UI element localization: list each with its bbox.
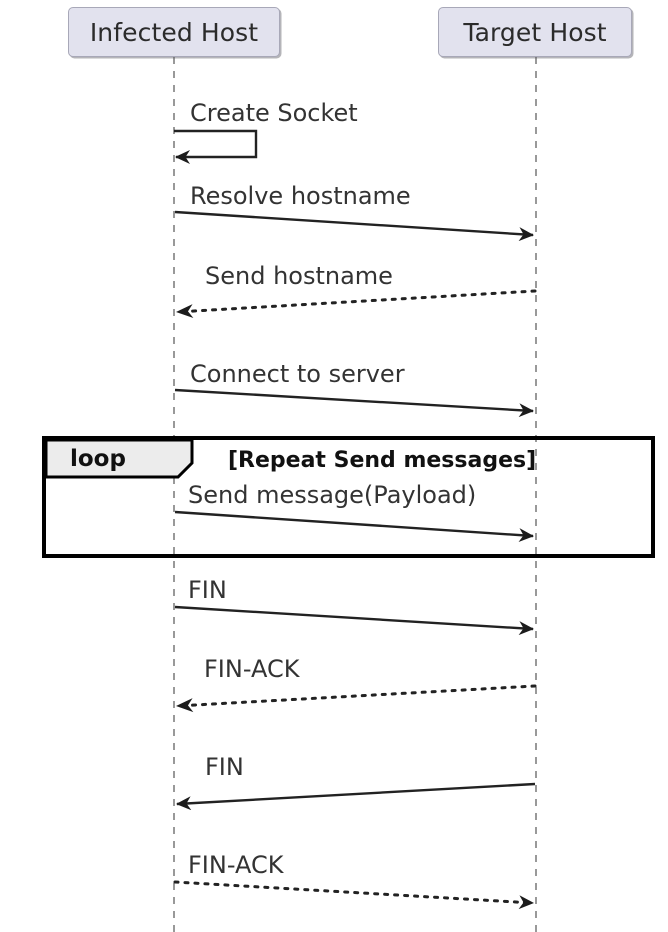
- message-label-3: Send hostname: [205, 262, 393, 290]
- fragment-guard-condition: [Repeat Send messages]: [228, 448, 537, 473]
- message-label-9: FIN-ACK: [188, 851, 284, 879]
- message-arrow-9: [173, 880, 535, 910]
- message-arrow-2: [174, 210, 534, 242]
- fragment-box-loop-repeat-send: [42, 436, 655, 558]
- message-arrow-6: [174, 605, 534, 636]
- message-label-2: Resolve hostname: [190, 182, 411, 210]
- message-arrow-8: [176, 782, 536, 811]
- message-label-7: FIN-ACK: [204, 655, 300, 683]
- message-label-8: FIN: [205, 753, 244, 781]
- fragment-operator-tab-loop-repeat-send: [44, 438, 194, 479]
- fragment-operator-label: loop: [70, 446, 126, 472]
- message-label-4: Connect to server: [190, 360, 405, 388]
- message-label-1: Create Socket: [190, 99, 358, 127]
- participant-box-infected[interactable]: Infected Host: [68, 7, 280, 57]
- message-arrow-3: [175, 289, 537, 319]
- message-arrow-4: [174, 388, 534, 418]
- participant-label-infected: Infected Host: [89, 17, 259, 47]
- participant-label-target: Target Host: [463, 17, 607, 47]
- message-arrow-5: [174, 510, 534, 543]
- message-arrow-7: [175, 684, 537, 713]
- message-arrow-self-1: [174, 129, 258, 164]
- message-label-5: Send message(Payload): [188, 481, 477, 509]
- participant-box-target[interactable]: Target Host: [438, 7, 632, 57]
- message-label-6: FIN: [188, 576, 227, 604]
